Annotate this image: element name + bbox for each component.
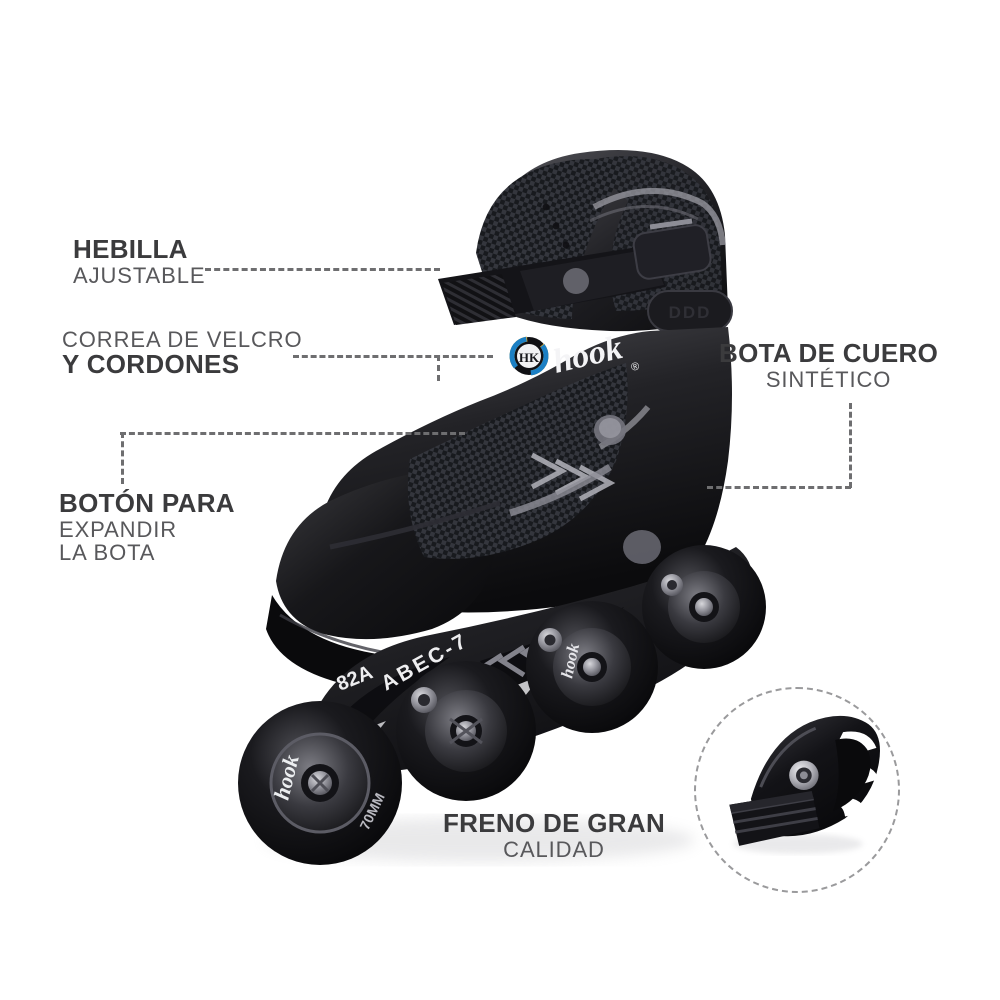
wheel-front: hook 70MM 82A xyxy=(238,661,402,865)
svg-text:DDD: DDD xyxy=(669,303,712,322)
axle-bolts xyxy=(411,574,683,713)
brake-detail-inset xyxy=(694,687,900,893)
callout-bota-cuero-line-2: SINTÉTICO xyxy=(765,366,892,392)
callout-hebilla-line-1: HEBILLA xyxy=(73,234,188,264)
connector-bota-cuero-vertical xyxy=(849,403,852,488)
wheel-second xyxy=(396,661,536,801)
svg-text:®: ® xyxy=(630,360,641,374)
connector-hebilla xyxy=(205,268,440,271)
svg-text:HK: HK xyxy=(519,350,540,365)
lower-button[interactable] xyxy=(623,530,661,564)
wheel-third: hook xyxy=(526,601,658,733)
connector-boton-horizontal xyxy=(120,432,465,435)
callout-freno-line-2: CALIDAD xyxy=(503,836,605,862)
product-image-inline-skate: DDD xyxy=(238,150,766,865)
connector-velcro-tick xyxy=(437,355,440,381)
connector-bota-cuero-horizontal xyxy=(707,486,851,489)
callout-velcro-line-2: Y CORDONES xyxy=(62,349,240,380)
callout-hebilla: HEBILLA AJUSTABLE xyxy=(73,234,206,288)
callout-freno-line-1: FRENO DE GRAN xyxy=(443,808,666,838)
callout-boton-expandir: BOTÓN PARA EXPANDIR LA BOTA xyxy=(59,488,235,565)
buckle-strap[interactable] xyxy=(438,218,712,325)
callout-boton-line-1: BOTÓN PARA xyxy=(59,488,235,518)
expand-button[interactable] xyxy=(594,415,626,445)
callout-bota-cuero: BOTA DE CUERO SINTÉTICO xyxy=(719,338,939,392)
wheel-rear xyxy=(642,545,766,669)
connector-velcro xyxy=(293,355,493,358)
brake-pad-image xyxy=(729,715,880,854)
callout-hebilla-line-2: AJUSTABLE xyxy=(73,262,206,288)
callout-velcro-line-1: CORREA DE VELCRO xyxy=(62,327,303,352)
cuff-emblem: DDD xyxy=(647,290,733,332)
callout-boton-line-2: EXPANDIR xyxy=(59,516,178,542)
connector-boton-vertical xyxy=(121,432,124,484)
callout-freno: FRENO DE GRAN CALIDAD xyxy=(443,808,666,862)
callout-velcro: CORREA DE VELCRO Y CORDONES xyxy=(62,328,303,379)
callout-bota-cuero-line-1: BOTA DE CUERO xyxy=(719,338,939,368)
callout-boton-line-3: LA BOTA xyxy=(59,539,156,565)
